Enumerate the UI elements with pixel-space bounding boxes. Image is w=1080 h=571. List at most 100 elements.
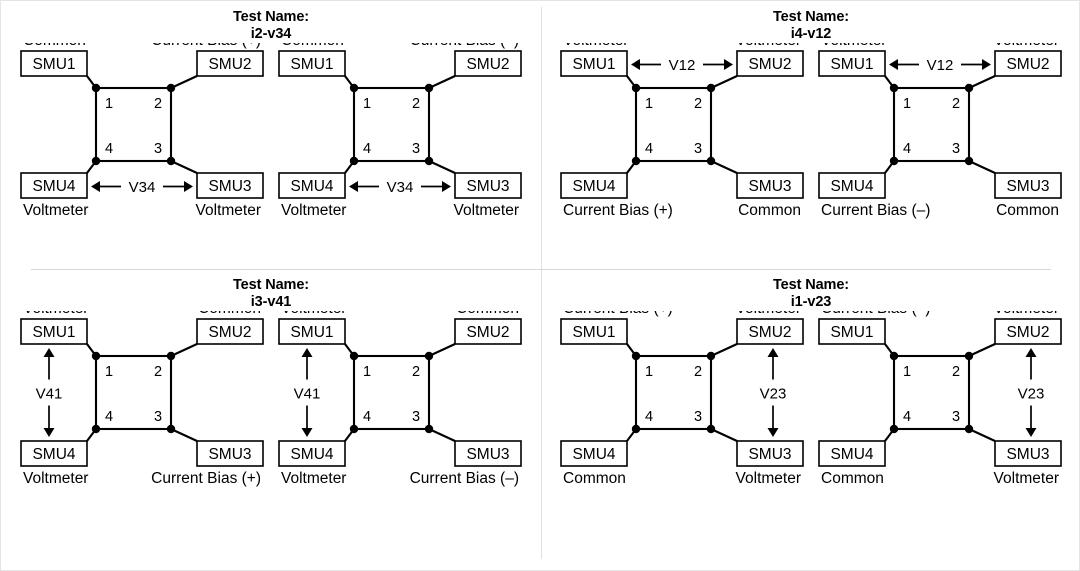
measurement-label: V23 <box>760 386 787 403</box>
smu-box-smu4[interactable]: SMU4 <box>278 172 346 199</box>
smu-box-smu2[interactable]: SMU2 <box>454 50 522 77</box>
node-number-3: 3 <box>412 409 420 425</box>
role-labels-top: VoltmeterCommon <box>23 311 261 317</box>
smu-box-smu4-rect <box>278 440 346 467</box>
node-number-3: 3 <box>412 141 420 157</box>
smu-box-smu2[interactable]: SMU2 <box>736 50 804 77</box>
contact-dot-4 <box>91 156 101 166</box>
contact-dot-4 <box>349 424 359 434</box>
smu-box-smu4[interactable]: SMU4 <box>278 440 346 467</box>
diagram-cell-i3-v41-positive: VoltmeterCommon1234SMU1SMU2SMU4SMU3Voltm… <box>13 311 271 516</box>
smu-box-smu1-rect <box>560 318 628 345</box>
smu-box-smu2[interactable]: SMU2 <box>454 318 522 345</box>
smu-box-smu3[interactable]: SMU3 <box>196 440 264 467</box>
smu-box-smu1[interactable]: SMU1 <box>560 318 628 345</box>
smu-box-smu4[interactable]: SMU4 <box>560 440 628 467</box>
lead-smu3-node3 <box>710 160 738 174</box>
role-label-smu3: Current Bias (–) <box>410 470 519 487</box>
node-number-1: 1 <box>105 96 113 112</box>
smu-box-smu3[interactable]: SMU3 <box>454 440 522 467</box>
smu-box-smu2[interactable]: SMU2 <box>994 318 1062 345</box>
role-label-smu4: Voltmeter <box>23 202 88 219</box>
smu-box-smu2-label: SMU2 <box>466 56 509 73</box>
contact-dot-1 <box>91 351 101 361</box>
smu-box-smu1-rect <box>278 318 346 345</box>
smu-box-smu4[interactable]: SMU4 <box>560 172 628 199</box>
smu-box-smu4[interactable]: SMU4 <box>818 440 886 467</box>
diagram-cell-i3-v41-negative: VoltmeterCommon1234SMU1SMU2SMU4SMU3Voltm… <box>271 311 529 516</box>
smu-box-smu4-rect <box>20 440 88 467</box>
smu-box-smu2[interactable]: SMU2 <box>994 50 1062 77</box>
arrow-head-down <box>1025 428 1037 437</box>
smu-box-smu3[interactable]: SMU3 <box>994 440 1062 467</box>
contact-dot-4 <box>889 424 899 434</box>
diagram-i1-v23-negative: Current Bias (–)Voltmeter1234SMU1SMU2SMU… <box>818 311 1062 487</box>
arrow-head-left <box>349 181 358 192</box>
smu-box-smu2-label: SMU2 <box>208 56 251 73</box>
node-number-2: 2 <box>694 364 702 380</box>
quadrant-title-3: Test Name: i1-v23 <box>541 269 1079 311</box>
smu-box-smu1[interactable]: SMU1 <box>20 50 88 77</box>
role-label-smu2: Voltmeter <box>994 311 1059 317</box>
smu-box-smu3-label: SMU3 <box>208 446 251 463</box>
smu-box-smu1[interactable]: SMU1 <box>278 50 346 77</box>
smu-box-smu2[interactable]: SMU2 <box>196 50 264 77</box>
node-number-4: 4 <box>363 141 371 157</box>
smu-box-smu4[interactable]: SMU4 <box>20 440 88 467</box>
contact-dot-1 <box>631 83 641 93</box>
smu-box-smu2-rect <box>454 50 522 77</box>
sample-outline <box>634 86 713 163</box>
arrow-head-right <box>184 181 193 192</box>
diagram-cell-i1-v23-negative: Current Bias (–)Voltmeter1234SMU1SMU2SMU… <box>811 311 1069 516</box>
smu-box-smu2-rect <box>196 50 264 77</box>
smu-box-smu3[interactable]: SMU3 <box>994 172 1062 199</box>
diagram-i3-v41-negative: VoltmeterCommon1234SMU1SMU2SMU4SMU3Voltm… <box>278 311 522 487</box>
role-label-smu2: Voltmeter <box>736 43 801 49</box>
smu-box-smu3-label: SMU3 <box>466 178 509 195</box>
sample-outline <box>94 86 173 163</box>
smu-box-smu4[interactable]: SMU4 <box>20 172 88 199</box>
measurement-arrow-V12: V12 <box>889 57 991 74</box>
smu-box-smu1[interactable]: SMU1 <box>278 318 346 345</box>
node-number-1: 1 <box>105 364 113 380</box>
smu-box-smu4-rect <box>560 172 628 199</box>
node-number-4: 4 <box>903 141 911 157</box>
smu-box-smu3-rect <box>736 440 804 467</box>
smu-box-smu4[interactable]: SMU4 <box>818 172 886 199</box>
lead-smu2-node2 <box>968 343 996 357</box>
role-label-smu2: Current Bias (–) <box>410 43 519 49</box>
smu-box-smu2-rect <box>994 50 1062 77</box>
arrow-head-down <box>767 428 779 437</box>
role-labels-top: Current Bias (–)Voltmeter <box>821 311 1059 317</box>
arrow-head-right <box>982 59 991 70</box>
smu-box-smu2[interactable]: SMU2 <box>196 318 264 345</box>
sample-square <box>94 354 173 431</box>
measurement-arrow-V23: V23 <box>760 348 787 437</box>
contact-dot-1 <box>349 351 359 361</box>
lead-smu3-node3 <box>428 160 456 174</box>
contact-dot-2 <box>706 83 716 93</box>
smu-box-smu3[interactable]: SMU3 <box>454 172 522 199</box>
diagram-cell-i2-v34-negative: CommonCurrent Bias (–)1234SMU1SMU2SMU4SM… <box>271 43 529 248</box>
quadrant-2: Test Name: i3-v41 VoltmeterCommon1234SMU… <box>1 269 541 570</box>
smu-box-smu2[interactable]: SMU2 <box>736 318 804 345</box>
smu-box-smu1[interactable]: SMU1 <box>560 50 628 77</box>
smu-box-smu3[interactable]: SMU3 <box>196 172 264 199</box>
measurement-arrow-V34: V34 <box>91 179 193 196</box>
smu-box-smu1[interactable]: SMU1 <box>818 318 886 345</box>
smu-box-smu3[interactable]: SMU3 <box>736 172 804 199</box>
smu-box-smu1[interactable]: SMU1 <box>20 318 88 345</box>
smu-box-smu1[interactable]: SMU1 <box>818 50 886 77</box>
arrow-head-left <box>889 59 898 70</box>
contact-dots <box>349 83 434 166</box>
smu-box-smu3[interactable]: SMU3 <box>736 440 804 467</box>
role-label-smu3: Voltmeter <box>454 202 519 219</box>
diagram-cell-i2-v34-positive: CommonCurrent Bias (+)1234SMU1SMU2SMU4SM… <box>13 43 271 248</box>
quadrant-title-0: Test Name: i2-v34 <box>1 1 541 43</box>
